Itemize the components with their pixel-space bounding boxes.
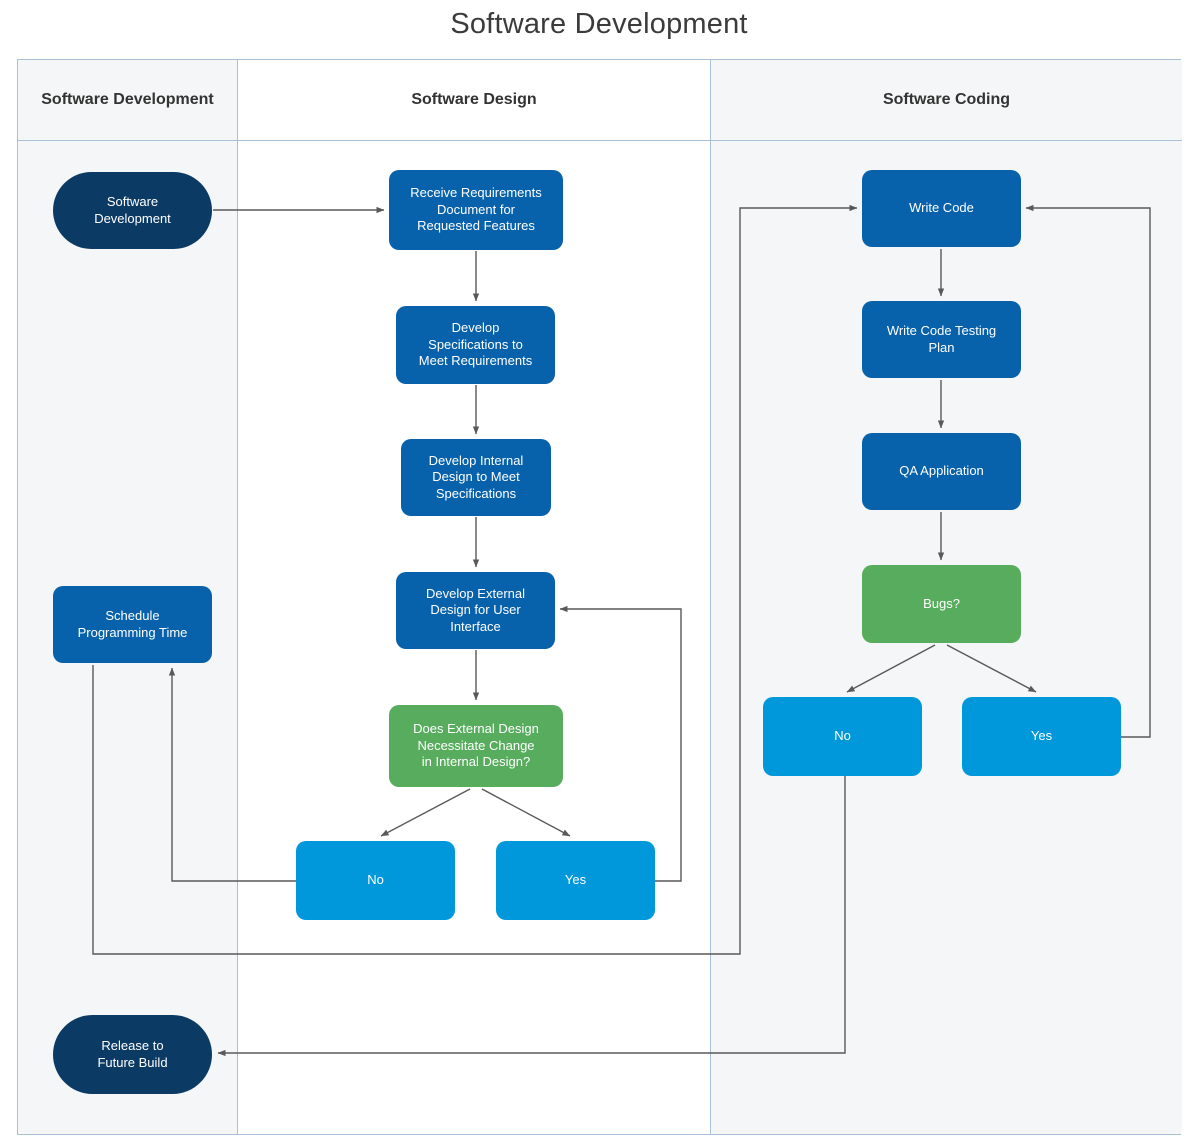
node-schedule[interactable]: Schedule Programming Time <box>53 586 212 663</box>
node-start[interactable]: Software Development <box>53 172 212 249</box>
node-specs[interactable]: Develop Specifications to Meet Requireme… <box>396 306 555 384</box>
node-design-no[interactable]: No <box>296 841 455 920</box>
node-receive[interactable]: Receive Requirements Document for Reques… <box>389 170 563 250</box>
node-design-yes[interactable]: Yes <box>496 841 655 920</box>
swimlane-header-development: Software Development <box>18 60 237 141</box>
swimlane-header-coding: Software Coding <box>711 60 1182 141</box>
node-bugs-yes[interactable]: Yes <box>962 697 1121 776</box>
node-bugs-no[interactable]: No <box>763 697 922 776</box>
node-release[interactable]: Release to Future Build <box>53 1015 212 1094</box>
node-write-code[interactable]: Write Code <box>862 170 1021 247</box>
node-design-q[interactable]: Does External Design Necessitate Change … <box>389 705 563 787</box>
node-bugs-q[interactable]: Bugs? <box>862 565 1021 643</box>
node-qa[interactable]: QA Application <box>862 433 1021 510</box>
node-internal[interactable]: Develop Internal Design to Meet Specific… <box>401 439 551 516</box>
swimlane-header-design: Software Design <box>238 60 710 141</box>
page-title: Software Development <box>450 8 748 40</box>
node-external[interactable]: Develop External Design for User Interfa… <box>396 572 555 649</box>
node-test-plan[interactable]: Write Code Testing Plan <box>862 301 1021 378</box>
